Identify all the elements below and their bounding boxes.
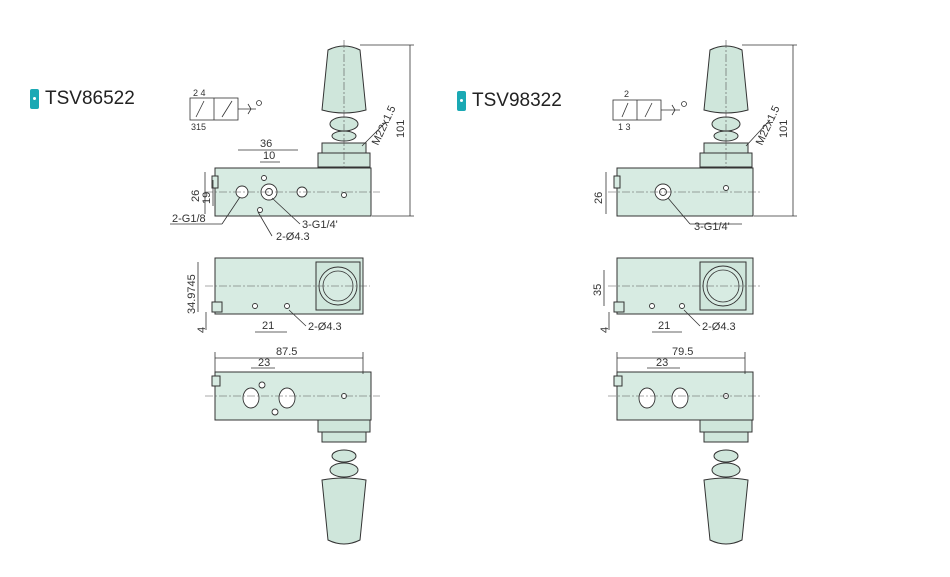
handle-upper-2 bbox=[699, 40, 753, 215]
model-title-2: TSV98322 bbox=[457, 90, 562, 112]
dim-side-height-2: 35 bbox=[592, 284, 604, 296]
dim-top-23-1: 23 bbox=[258, 357, 270, 369]
symbol-bottom-ports: 315 bbox=[191, 122, 206, 132]
dim-top-23-2: 23 bbox=[656, 357, 668, 369]
model-title-1: TSV86522 bbox=[30, 88, 135, 110]
label-side-d43-1: 2-Ø4.3 bbox=[308, 321, 342, 333]
side-view-2: 35 4 21 2-Ø4.3 bbox=[592, 257, 760, 333]
symbol-top-ports: 2 4 bbox=[193, 88, 206, 98]
dim-side-21-1: 21 bbox=[262, 320, 274, 332]
model-title-text: TSV86522 bbox=[45, 88, 135, 109]
dim-side-4-1: 4 bbox=[196, 327, 208, 333]
dim-length-2: 79.5 bbox=[672, 346, 693, 358]
symbol-bottom-ports: 1 3 bbox=[618, 122, 631, 132]
dim-side-4-2: 4 bbox=[599, 327, 611, 333]
dim-height-1: 101 bbox=[395, 120, 407, 138]
dim-10: 10 bbox=[263, 150, 275, 162]
valve-symbol-2: 2 1 3 bbox=[612, 89, 687, 132]
handle-lower-2 bbox=[699, 419, 753, 545]
dim-height-2: 101 bbox=[778, 120, 790, 138]
handle-upper-1 bbox=[317, 40, 371, 215]
label-side-d43-2: 2-Ø4.3 bbox=[702, 321, 736, 333]
valve-symbol-1: 2 4 315 bbox=[189, 88, 262, 132]
symbol-top-ports: 2 bbox=[624, 89, 629, 99]
handle-lower-1 bbox=[317, 419, 371, 545]
dim-side-21-2: 21 bbox=[658, 320, 670, 332]
dim-length-1: 87.5 bbox=[276, 346, 297, 358]
dim-19: 19 bbox=[201, 192, 213, 204]
model-1-drawing: 2 4 315 36 bbox=[170, 40, 414, 545]
model-tag-icon bbox=[457, 91, 466, 111]
dim-36: 36 bbox=[260, 138, 272, 150]
label-2-g18: 2-G1/8 bbox=[172, 213, 206, 225]
label-2-d43: 2-Ø4.3 bbox=[276, 231, 310, 243]
front-body-2: 26 3-G1/4' M22x1.5 101 bbox=[593, 44, 797, 233]
label-3-g14: 3-G1/4' bbox=[302, 219, 338, 231]
model-title-text: TSV98322 bbox=[472, 90, 562, 111]
model-2-drawing: 2 1 3 26 3-G1/4' M22x1.5 bbox=[592, 40, 797, 545]
model-tag-icon bbox=[30, 89, 39, 109]
label-3-g14-2: 3-G1/4' bbox=[694, 221, 730, 233]
dim-26: 26 bbox=[190, 190, 202, 202]
dim-side-height-1: 34.9745 bbox=[186, 274, 198, 314]
top-view-1: 87.5 23 bbox=[205, 346, 380, 421]
side-view-1: 34.9745 4 21 2-Ø4.3 bbox=[186, 257, 370, 333]
top-view-2: 79.5 23 bbox=[608, 346, 760, 421]
dim-26-2: 26 bbox=[593, 192, 605, 204]
front-body-1 bbox=[205, 167, 380, 217]
